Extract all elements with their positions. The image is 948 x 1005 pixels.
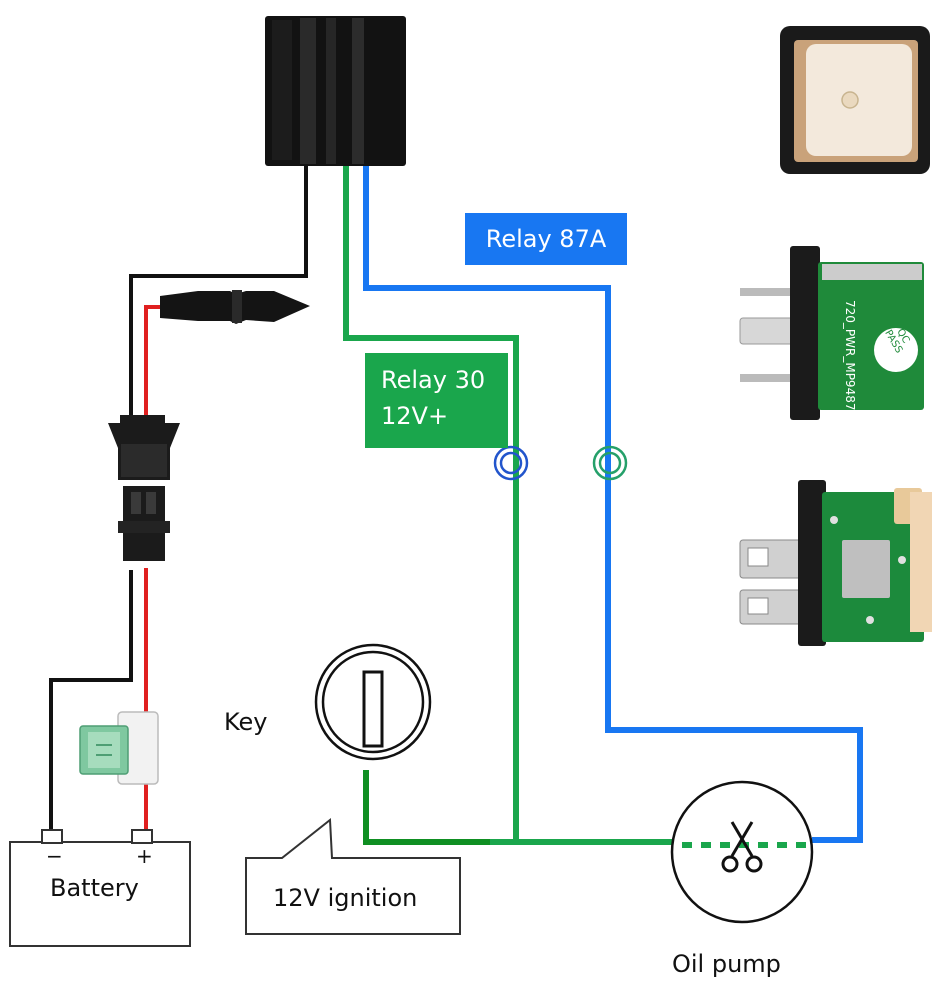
relay-30-label: Relay 30 12V+ xyxy=(365,353,508,448)
crossing-mark-green xyxy=(493,445,529,481)
key-label: Key xyxy=(224,708,268,736)
black-wire xyxy=(49,166,308,836)
blade-fuse xyxy=(79,711,159,785)
battery-label: Battery xyxy=(50,874,139,902)
relay-module xyxy=(265,16,406,166)
ignition-label: 12V ignition xyxy=(273,884,418,912)
blue-wire-relay87a xyxy=(363,166,863,843)
ignition-key-icon xyxy=(314,643,432,761)
inline-fuse-holder xyxy=(160,290,310,324)
ignition-wire xyxy=(363,770,490,845)
battery-minus-sign: − xyxy=(46,844,63,868)
tracker-pcb-side-view xyxy=(739,246,924,420)
scissors-icon xyxy=(721,821,763,873)
tracker-pcb-component-view xyxy=(739,480,932,646)
pcb-model-text: 720_PWR_MP9487 xyxy=(843,300,857,410)
ignition-callout xyxy=(245,818,461,935)
battery xyxy=(9,829,191,947)
green-wire-relay30 xyxy=(343,166,676,845)
relay-87a-label: Relay 87A xyxy=(465,213,627,265)
crossing-mark-blue xyxy=(592,445,628,481)
oil-pump xyxy=(670,780,814,924)
battery-plus-sign: + xyxy=(136,844,153,868)
gps-antenna-module xyxy=(780,26,930,174)
oil-pump-label: Oil pump xyxy=(672,950,781,978)
two-pin-connector xyxy=(108,415,180,561)
